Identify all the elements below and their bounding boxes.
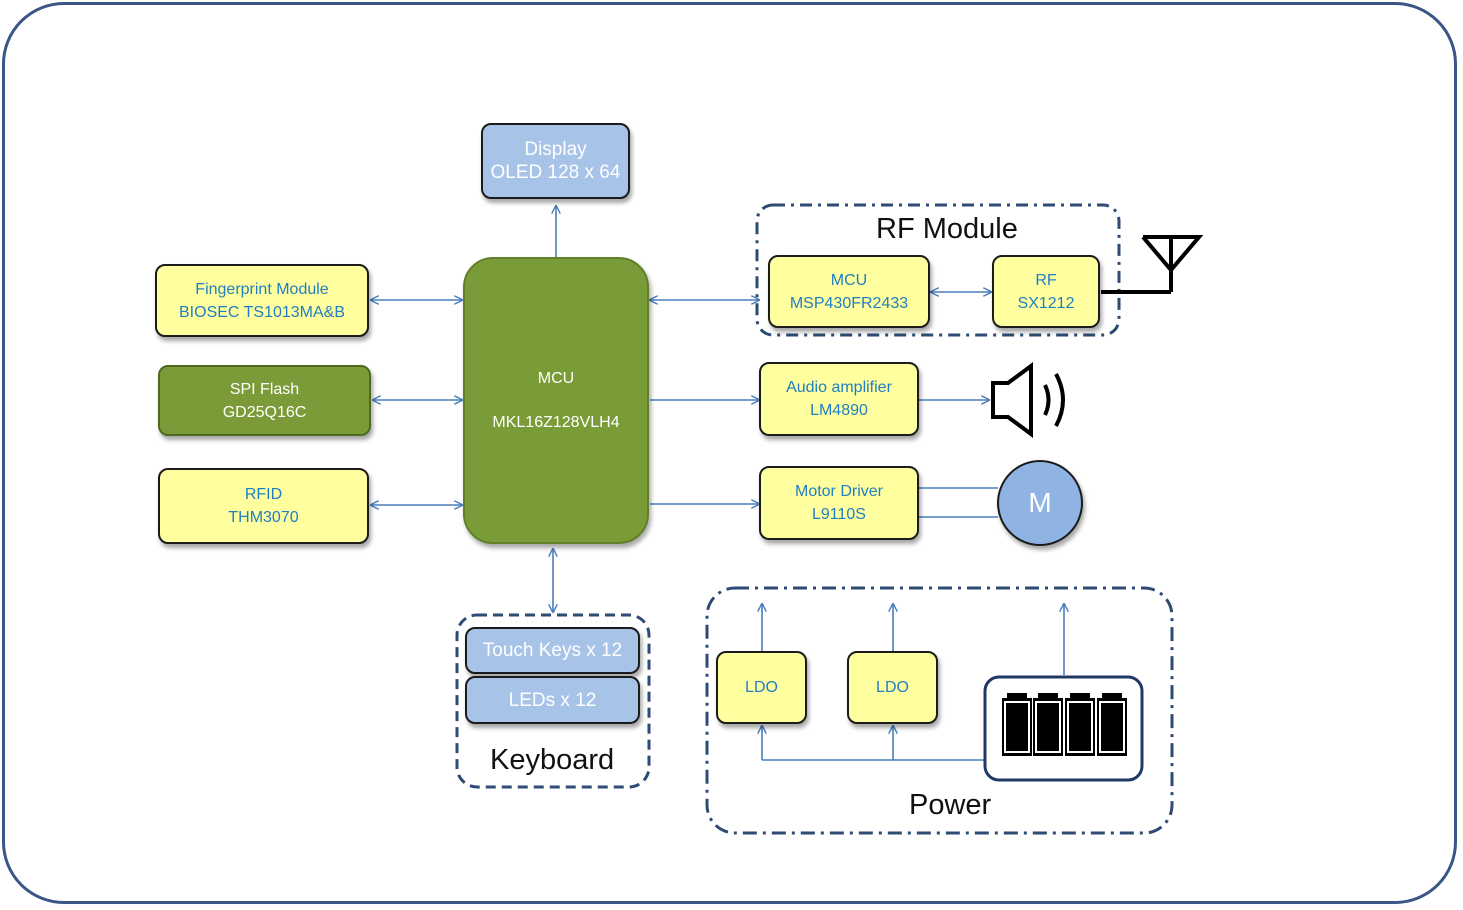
motor-driver-box: Motor Driver L9110S	[759, 466, 919, 540]
speaker-icon	[991, 362, 1065, 438]
display-line1: Display	[524, 139, 587, 160]
rfid-line1: RFID	[244, 486, 283, 503]
rf-mcu-line2: MSP430FR2433	[789, 294, 909, 312]
display-box: Display OLED 128 x 64	[481, 123, 630, 199]
audio-amplifier-box: Audio amplifier LM4890	[759, 362, 919, 436]
keyboard-group	[455, 613, 651, 789]
ldo-2-label: LDO	[876, 679, 909, 696]
leds-box: LEDs x 12	[465, 676, 640, 724]
audio-line2: LM4890	[810, 402, 868, 419]
motor-label: M	[1028, 487, 1052, 518]
rf-mcu-box: MCU MSP430FR2433	[768, 255, 930, 328]
audio-line1: Audio amplifier	[786, 379, 892, 396]
ldo-1-box: LDO	[716, 651, 807, 724]
battery-icon	[983, 675, 1144, 782]
rf-module-title: RF Module	[876, 213, 1018, 245]
keyboard-title: Keyboard	[490, 744, 615, 776]
rfid-box: RFID THM3070	[158, 468, 369, 544]
antenna-icon	[1101, 235, 1204, 294]
motor-icon: M	[997, 460, 1083, 546]
touch-keys-label: Touch Keys x 12	[482, 640, 623, 661]
spi-flash-line2: GD25Q16C	[222, 403, 307, 421]
fingerprint-line2: BIOSEC TS1013MA&B	[179, 303, 345, 321]
rf-chip-line1: RF	[1035, 271, 1057, 289]
rf-chip-line2: SX1212	[1017, 294, 1075, 312]
mcu-box: MCU MKL16Z128VLH4	[463, 257, 649, 544]
power-title: Power	[909, 789, 992, 821]
fingerprint-line1: Fingerprint Module	[195, 280, 329, 298]
motor-driver-line2: L9110S	[812, 506, 866, 523]
spi-flash-box: SPI Flash GD25Q16C	[158, 365, 371, 436]
leds-label: LEDs x 12	[508, 689, 597, 711]
ldo-1-label: LDO	[745, 679, 778, 696]
fingerprint-module-box: Fingerprint Module BIOSEC TS1013MA&B	[155, 264, 369, 337]
ldo-2-box: LDO	[847, 651, 938, 724]
power-group	[705, 586, 1174, 835]
rf-chip-box: RF SX1212	[992, 255, 1100, 328]
touch-keys-box: Touch Keys x 12	[465, 627, 640, 674]
rf-module-group	[755, 203, 1121, 337]
mcu-line2: MKL16Z128VLH4	[492, 413, 620, 431]
rf-mcu-line1: MCU	[830, 271, 868, 289]
mcu-line1: MCU	[537, 369, 575, 387]
motor-driver-line1: Motor Driver	[794, 483, 883, 500]
spi-flash-line1: SPI Flash	[229, 380, 300, 398]
rfid-line2: THM3070	[228, 509, 299, 526]
display-line2: OLED 128 x 64	[490, 162, 621, 183]
